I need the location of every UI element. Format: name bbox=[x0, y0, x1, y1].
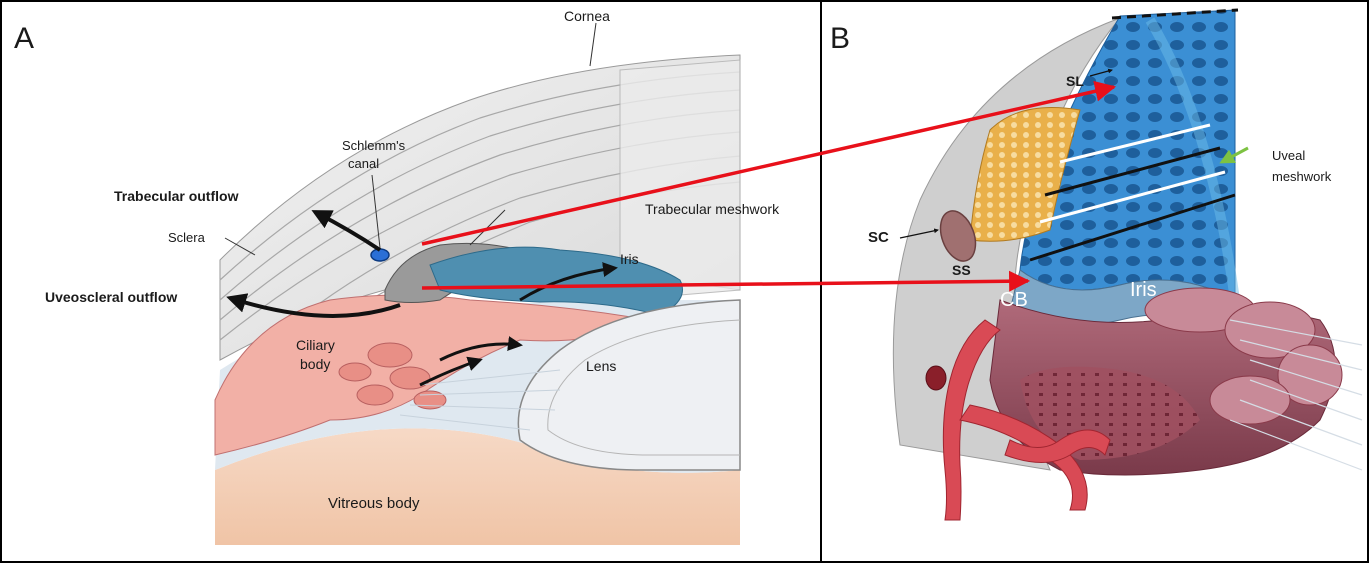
label-uveoscleral-outflow: Uveoscleral outflow bbox=[45, 289, 177, 305]
label-iris-b: Iris bbox=[1130, 279, 1157, 301]
label-sl: SL bbox=[1066, 73, 1084, 89]
label-lens: Lens bbox=[586, 358, 616, 374]
panel-a-letter: A bbox=[14, 22, 34, 55]
label-iris-a: Iris bbox=[620, 251, 639, 267]
label-ciliary-body-2: body bbox=[300, 356, 330, 372]
schlemms-canal-shape bbox=[371, 249, 389, 261]
label-schlemms-canal-2: canal bbox=[348, 156, 379, 171]
label-sclera: Sclera bbox=[168, 230, 206, 245]
label-ciliary-body-1: Ciliary bbox=[296, 337, 335, 353]
label-sc: SC bbox=[868, 229, 889, 246]
label-trabecular-outflow: Trabecular outflow bbox=[114, 188, 239, 204]
label-cornea: Cornea bbox=[564, 8, 610, 24]
label-schlemms-canal-1: Schlemm's bbox=[342, 138, 406, 153]
label-trabecular-meshwork: Trabecular meshwork bbox=[645, 201, 780, 217]
label-cb: CB bbox=[1000, 289, 1028, 311]
label-ss: SS bbox=[952, 262, 971, 278]
panel-b-letter: B bbox=[830, 22, 850, 55]
label-uveal-meshwork-1: Uveal bbox=[1272, 148, 1305, 163]
label-vitreous-body: Vitreous body bbox=[328, 495, 420, 512]
vessel-cross-section bbox=[926, 366, 946, 390]
label-uveal-meshwork-2: meshwork bbox=[1272, 169, 1332, 184]
